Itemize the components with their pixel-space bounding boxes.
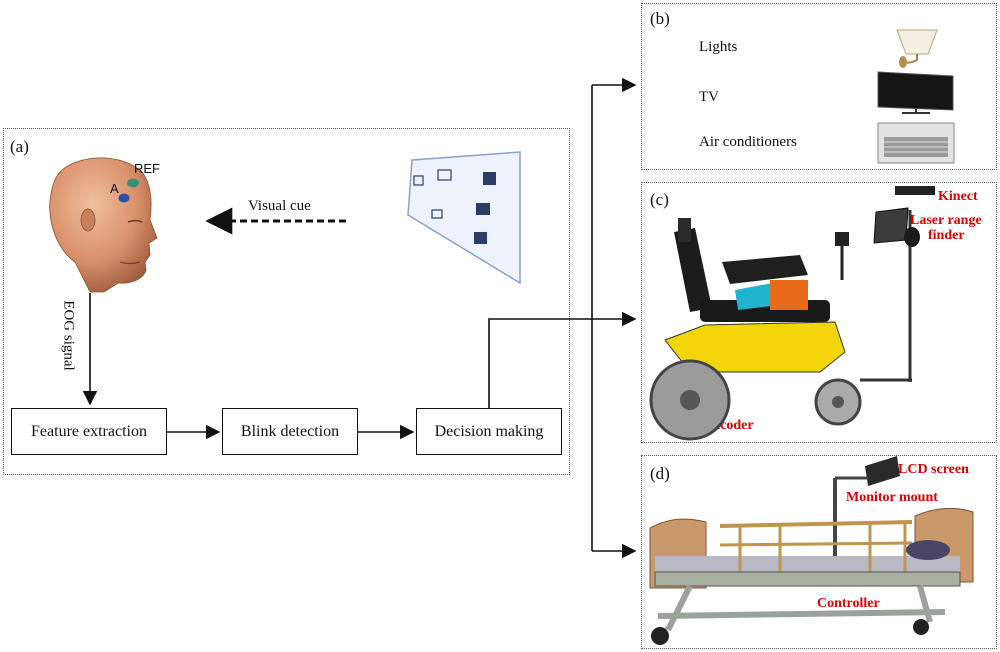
lights-label: Lights: [699, 39, 738, 55]
laser-range-finder-label-line1: Laser range: [910, 213, 982, 228]
panel-a-label: (a): [10, 137, 29, 156]
eog-signal-label: EOG signal: [60, 300, 77, 371]
a-electrode-label: A: [110, 181, 119, 196]
visual-cue-label: Visual cue: [248, 198, 311, 214]
panel-c-label: (c): [650, 190, 669, 209]
ref-label: REF: [134, 161, 160, 176]
decision-making-box: Decision making: [416, 408, 562, 455]
panel-b: [641, 3, 997, 170]
controller-label: Controller: [817, 596, 880, 611]
feature-extraction-box: Feature extraction: [11, 408, 167, 455]
monitor-mount-label: Monitor mount: [846, 490, 938, 505]
panel-c: [641, 182, 997, 443]
tv-label: TV: [699, 89, 719, 105]
blink-detection-box: Blink detection: [222, 408, 358, 455]
panel-d: [641, 455, 997, 649]
air-conditioners-label: Air conditioners: [699, 134, 797, 150]
panel-d-label: (d): [650, 464, 670, 483]
kinect-label: Kinect: [938, 189, 978, 204]
encoder-label: Encoder: [703, 418, 754, 433]
panel-b-label: (b): [650, 9, 670, 28]
laser-range-finder-label-line2: finder: [928, 228, 965, 243]
panel-a: [3, 128, 570, 475]
lcd-screen-label: LCD screen: [898, 462, 969, 477]
